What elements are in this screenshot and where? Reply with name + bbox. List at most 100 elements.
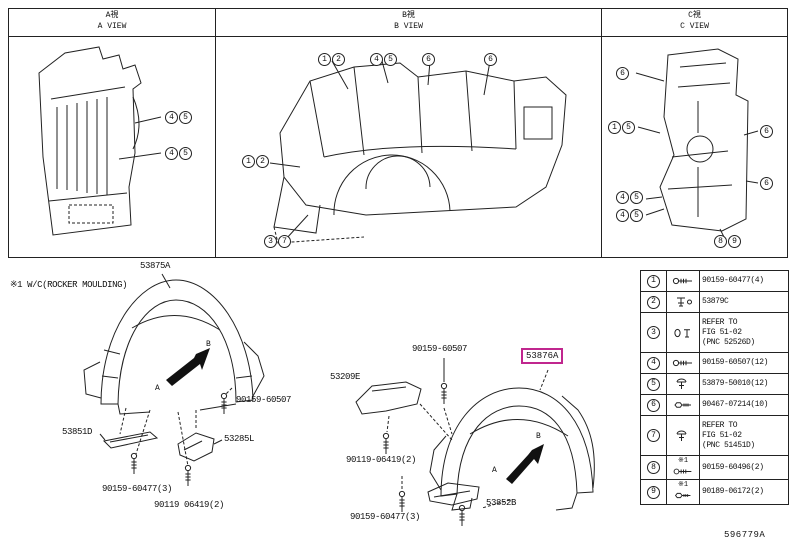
part-label-90159-60507-left[interactable]: 90159-60507 — [236, 395, 292, 405]
fastener-icon-cell — [667, 313, 700, 352]
view-a-header: A視 A VIEW — [9, 9, 215, 37]
view-b-title-jp: B視 — [402, 11, 415, 20]
fastener-part-number[interactable]: REFER TO FIG 51-02 (PNC 52526D) — [702, 317, 755, 347]
callout-group: 6 — [484, 53, 497, 66]
fastener-row-6[interactable]: 6 90467-07214(10) — [641, 395, 788, 416]
callout-group: 4 5 — [165, 147, 192, 160]
fastener-row-8[interactable]: 8 ※1 90159-60496(2) — [641, 456, 788, 480]
callout-5: 5 — [179, 111, 192, 124]
bolt-icon — [674, 402, 691, 408]
view-b-title-en: B VIEW — [394, 21, 423, 31]
fastener-row-1[interactable]: 1 90159-60477(4) — [641, 271, 788, 292]
part-label-90159-60477-mid[interactable]: 90159-60477(3) — [350, 512, 421, 522]
marker-a-left: A — [155, 384, 160, 393]
fastener-row-5[interactable]: 5 53879-50010(12) — [641, 374, 788, 395]
view-a-title-jp: A視 — [105, 11, 119, 20]
fastener-icon-cell: ※1 — [667, 480, 700, 504]
part-label-53876A-highlighted[interactable]: 53876A — [521, 348, 564, 364]
callout-group: 6 — [760, 177, 773, 190]
fastener-number-cell: 2 — [641, 292, 667, 312]
callout-4: 4 — [370, 53, 383, 66]
fastener-number-cell: 7 — [641, 416, 667, 455]
view-panels-box: A視 A VIEW 4 5 4 — [8, 8, 788, 258]
fastener-number-cell: 4 — [641, 353, 667, 373]
fastener-part-number[interactable]: 90159-60496(2) — [702, 462, 764, 472]
part-label-53851D[interactable]: 53851D — [62, 427, 93, 437]
callout-5: 5 — [630, 209, 643, 222]
part-label-53209E[interactable]: 53209E — [330, 372, 361, 382]
callout-1: 1 — [647, 274, 660, 288]
fastener-number-cell: 3 — [641, 313, 667, 352]
fastener-part-number[interactable]: 53879-50010(12) — [702, 379, 769, 388]
clip-icon — [674, 328, 690, 337]
callout-2: 2 — [332, 53, 345, 66]
fastener-number-cell: 9 — [641, 480, 667, 504]
callout-3: 3 — [264, 235, 277, 248]
callout-6: 6 — [760, 177, 773, 190]
fastener-note: ※1 — [677, 456, 689, 465]
fastener-row-4[interactable]: 4 90159-60507(12) — [641, 353, 788, 374]
callout-group: 4 5 — [616, 209, 643, 222]
fastener-number-cell: 5 — [641, 374, 667, 394]
callout-5: 5 — [179, 147, 192, 160]
part-label-90119-06419-left[interactable]: 90119 06419(2) — [154, 500, 225, 510]
callout-group: 8 9 — [714, 235, 741, 248]
view-a-panel: A視 A VIEW 4 5 4 — [9, 9, 216, 257]
view-c-panel: C視 C VIEW — [602, 9, 787, 257]
fastener-row-7[interactable]: 7 REFER TO FIG 51-02 (PNC 51451D) — [641, 416, 788, 456]
fastener-part-number[interactable]: REFER TO FIG 51-02 (PNC 51451D) — [702, 420, 755, 450]
callout-5: 5 — [630, 191, 643, 204]
callout-4: 4 — [647, 356, 660, 370]
fastener-icon-cell — [667, 292, 700, 312]
fastener-part-number[interactable]: 90467-07214(10) — [702, 400, 769, 409]
view-b-panel: B視 B VIEW — [216, 9, 602, 257]
screw-icon — [672, 359, 692, 367]
part-label-53285L[interactable]: 53285L — [224, 434, 255, 444]
view-c-title-jp: C視 — [688, 11, 701, 20]
callout-group: 4 5 — [616, 191, 643, 204]
callout-1: 1 — [242, 155, 255, 168]
part-label-53875A[interactable]: 53875A — [140, 261, 171, 271]
callout-5: 5 — [384, 53, 397, 66]
callout-group: 1 2 — [242, 155, 269, 168]
fastener-part-number[interactable]: 90159-60477(4) — [702, 276, 764, 285]
part-label-90159-60507-mid[interactable]: 90159-60507 — [412, 344, 468, 354]
callout-group: 6 — [760, 125, 773, 138]
view-c-header: C視 C VIEW — [602, 9, 787, 37]
fastener-row-3[interactable]: 3 REFER TO FIG 51-02 (PNC 52526D) — [641, 313, 788, 353]
part-label-90119-06419-mid[interactable]: 90119-06419(2) — [346, 455, 417, 465]
marker-b-mid: B — [536, 432, 541, 441]
callout-group: 1 5 — [608, 121, 635, 134]
callout-4: 4 — [165, 111, 178, 124]
callout-9: 9 — [728, 235, 741, 248]
callout-3: 3 — [647, 326, 660, 339]
part-label-53852B[interactable]: 53852B — [486, 498, 517, 508]
fastener-part-number[interactable]: 53879C — [702, 297, 729, 306]
callout-7: 7 — [278, 235, 291, 248]
fastener-row-2[interactable]: 2 53879C — [641, 292, 788, 313]
callout-group: 4 5 — [165, 111, 192, 124]
fastener-icon-cell — [667, 353, 700, 373]
callout-group: 6 — [616, 67, 629, 80]
view-b-header: B視 B VIEW — [216, 9, 601, 37]
callout-group: 4 5 — [370, 53, 397, 66]
exploded-parts-drawing — [83, 273, 595, 527]
rivet-icon — [676, 430, 687, 441]
fastener-row-9[interactable]: 9 ※1 90189-06172(2) — [641, 480, 788, 504]
fastener-note: ※1 — [677, 481, 689, 489]
callout-2: 2 — [256, 155, 269, 168]
rocker-moulding-note: ※1 W/C(ROCKER MOULDING) — [10, 280, 128, 290]
fastener-part-number[interactable]: 90189-06172(2) — [702, 487, 764, 496]
view-c-drawing — [635, 48, 759, 242]
fastener-part-number[interactable]: 90159-60507(12) — [702, 358, 769, 367]
part-label-90159-60477-left[interactable]: 90159-60477(3) — [102, 484, 173, 494]
callout-group: 1 2 — [318, 53, 345, 66]
callout-1: 1 — [608, 121, 621, 134]
marker-a-mid: A — [492, 466, 497, 475]
view-a-drawing — [38, 46, 162, 236]
callout-8: 8 — [647, 461, 660, 474]
callout-2: 2 — [647, 295, 660, 309]
callout-4: 4 — [616, 209, 629, 222]
rivet-icon — [676, 378, 687, 389]
